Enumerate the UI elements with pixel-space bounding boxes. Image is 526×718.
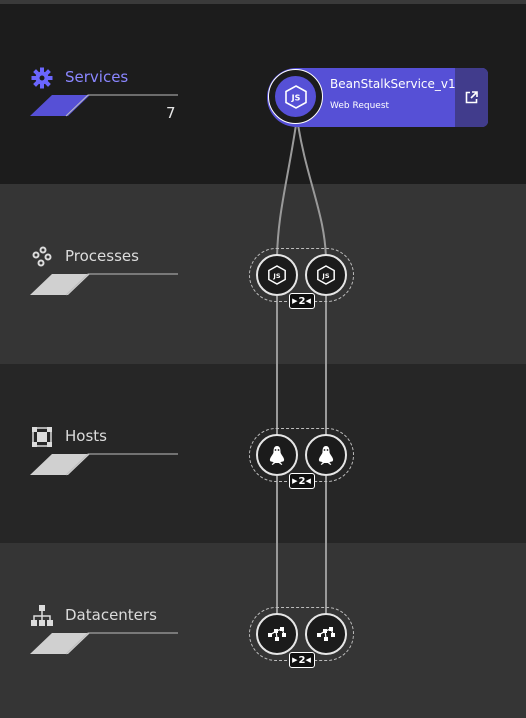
nodejs-icon: JS: [317, 265, 335, 285]
expand-icon: ▶: [292, 297, 298, 305]
top-bar: [0, 0, 526, 4]
process-node[interactable]: JS: [305, 254, 347, 296]
service-subtitle: Web Request: [330, 101, 390, 111]
services-count: 7: [166, 104, 176, 122]
hosts-label: Hosts: [65, 427, 107, 445]
service-card[interactable]: JS BeanStalkService_v1 Web Request: [267, 68, 488, 127]
process-node[interactable]: JS: [256, 254, 298, 296]
network-icon: [317, 627, 335, 641]
process-group-icon: [32, 246, 52, 267]
datacenter-node[interactable]: [305, 613, 347, 655]
services-layer-label[interactable]: Services 7: [30, 66, 180, 126]
hosts-layer-label[interactable]: Hosts: [30, 425, 180, 485]
datacenter-icon: [31, 605, 53, 626]
processes-count-badge[interactable]: ▶2◀: [289, 293, 315, 309]
processes-layer-decoration: [30, 273, 178, 296]
datacenters-layer-label[interactable]: Datacenters: [30, 604, 180, 664]
expand-icon: ▶: [292, 477, 298, 485]
datacenters-count-badge[interactable]: ▶2◀: [289, 652, 315, 668]
service-node[interactable]: JS: [268, 69, 323, 124]
svg-text:JS: JS: [290, 93, 300, 102]
svg-text:JS: JS: [321, 272, 329, 280]
linux-icon: [318, 446, 334, 465]
datacenters-layer-decoration: [30, 632, 178, 655]
datacenters-cluster[interactable]: ▶2◀: [249, 607, 354, 668]
datacenter-node[interactable]: [256, 613, 298, 655]
gear-icon: [31, 67, 53, 89]
processes-layer-label[interactable]: Processes: [30, 245, 180, 305]
host-node[interactable]: [256, 434, 298, 476]
service-title[interactable]: BeanStalkService_v1: [330, 77, 456, 91]
host-icon: [32, 427, 52, 447]
host-node[interactable]: [305, 434, 347, 476]
services-label: Services: [65, 68, 129, 86]
hosts-cluster[interactable]: ▶2◀: [249, 428, 354, 489]
expand-icon: ▶: [292, 656, 298, 664]
network-icon: [268, 627, 286, 641]
open-service-button[interactable]: [455, 68, 488, 127]
processes-cluster[interactable]: JS JS ▶2◀: [249, 248, 354, 309]
services-layer-decoration: [30, 94, 178, 117]
hosts-count-badge[interactable]: ▶2◀: [289, 473, 315, 489]
svg-text:JS: JS: [272, 272, 280, 280]
linux-icon: [269, 446, 285, 465]
external-link-icon: [465, 91, 478, 104]
nodejs-icon: JS: [284, 84, 307, 109]
hosts-layer-decoration: [30, 453, 178, 476]
datacenters-label: Datacenters: [65, 606, 157, 624]
processes-label: Processes: [65, 247, 139, 265]
nodejs-icon: JS: [268, 265, 286, 285]
